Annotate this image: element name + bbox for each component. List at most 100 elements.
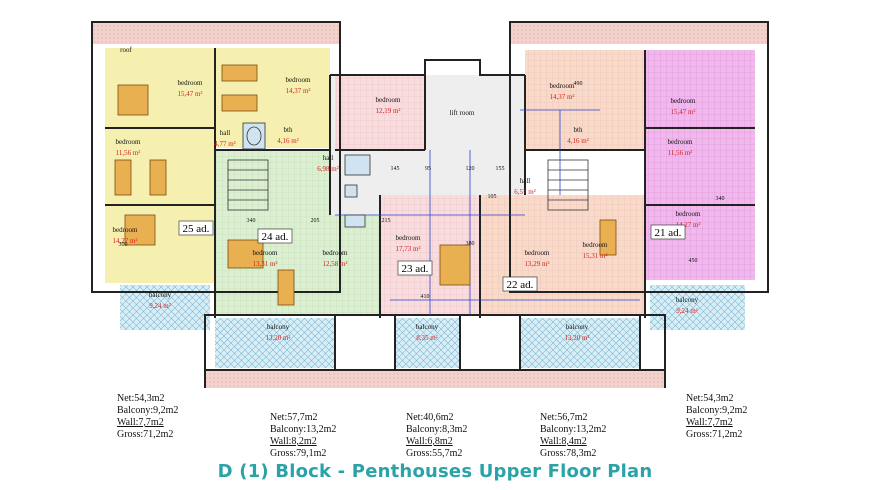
dimension-label: 205 [311, 218, 320, 224]
room-label: lift room [450, 109, 475, 117]
dimension-label: 120 [466, 166, 475, 172]
dimension-label: 300 [119, 242, 128, 248]
room-area: 11,56 m² [116, 149, 141, 157]
room-label: bth [574, 126, 583, 134]
room-area: 4,77 m² [214, 140, 236, 148]
room-area: 14,37 m² [285, 87, 310, 95]
area-net: Net:40,6m2 [406, 412, 454, 423]
bath-fixtures [242, 122, 371, 228]
room-area: 4,16 m² [277, 137, 299, 145]
room-label: roof [120, 46, 132, 54]
area-gross: Gross:55,7m2 [406, 448, 463, 459]
dimension-label: 145 [391, 166, 400, 172]
room-label: balcony [676, 296, 699, 304]
structure-lines [335, 109, 640, 315]
room-area: 12,19 m² [375, 107, 400, 115]
dimension-label: 490 [574, 81, 583, 87]
room-label: bedroom [286, 76, 311, 84]
room-label: bth [284, 126, 293, 134]
room-area: 9,24 m² [149, 302, 171, 310]
roof-areas [92, 22, 768, 388]
room-label: bedroom [396, 234, 421, 242]
area-net: Net:54,3m2 [686, 393, 734, 404]
room-area: 11,56 m² [668, 149, 693, 157]
room-label: bedroom [671, 97, 696, 105]
unit-21-fill [645, 50, 755, 280]
dimension-label: 380 [466, 241, 475, 247]
area-wall: Wall:8,2m2 [270, 436, 317, 447]
room-label: bedroom [253, 249, 278, 257]
room-area: 13,31 m² [252, 260, 277, 268]
room-area: 14,37 m² [549, 93, 574, 101]
room-area: 13,20 m² [265, 334, 290, 342]
walls [91, 21, 769, 388]
dimension-label: 95 [425, 166, 431, 172]
dimension-label: 215 [382, 218, 391, 224]
area-balcony: Balcony:9,2m2 [117, 405, 179, 416]
room-area: 17,73 m² [395, 245, 420, 253]
area-net: Net:57,7m2 [270, 412, 318, 423]
room-area: 12,58 m² [322, 260, 347, 268]
room-label: bedroom [583, 241, 608, 249]
unit-tag: 24 ad. [262, 231, 289, 243]
room-label: balcony [267, 323, 290, 331]
area-net: Net:56,7m2 [540, 412, 588, 423]
room-area: 15,47 m² [670, 108, 695, 116]
room-area: 6,57 m² [514, 188, 536, 196]
dimension-label: 105 [488, 194, 497, 200]
room-label: bedroom [113, 226, 138, 234]
area-balcony: Balcony:13,2m2 [270, 424, 337, 435]
area-wall: Wall:7,7m2 [117, 417, 164, 428]
room-label: bedroom [178, 79, 203, 87]
area-gross: Gross:79,1m2 [270, 448, 327, 459]
room-area: 9,24 m² [676, 307, 698, 315]
plan-labels: bedroom 15,47 m² bedroom 14,37 m² bedroom 11,… [112, 46, 724, 342]
area-gross: Gross:71,2m2 [117, 429, 174, 440]
unit-tag-box [502, 276, 538, 292]
floor-plan-drawing: bedroom 15,47 m² bedroom 14,37 m² bedroom 11,… [91, 21, 769, 388]
area-wall: Wall:8,4m2 [540, 436, 587, 447]
room-area: 4,16 m² [567, 137, 589, 145]
room-label: bedroom [323, 249, 348, 257]
room-area: 13,29 m² [524, 260, 549, 268]
area-gross: Gross:71,2m2 [686, 429, 743, 440]
room-area: 8,35 m² [416, 334, 438, 342]
room-label: balcony [149, 291, 172, 299]
room-area: 14,27 m² [675, 221, 700, 229]
room-label: hall [323, 154, 334, 162]
room-area: 15,47 m² [177, 90, 202, 98]
room-label: bedroom [116, 138, 141, 146]
room-label: hall [220, 129, 231, 137]
area-balcony: Balcony:9,2m2 [686, 405, 748, 416]
room-label: bedroom [668, 138, 693, 146]
unit-tag-box [397, 260, 433, 276]
dimension-label: 340 [247, 218, 256, 224]
area-balcony: Balcony:8,3m2 [406, 424, 468, 435]
unit-tag: 21 ad. [655, 227, 682, 239]
unit-tag-box [650, 224, 686, 240]
area-net: Net:54,3m2 [117, 393, 165, 404]
unit-tag-box [257, 228, 293, 244]
furniture [114, 64, 617, 306]
unit-22-fill [480, 50, 645, 315]
room-label: bedroom [676, 210, 701, 218]
room-area: 14,27 m² [112, 237, 137, 245]
room-area: 6,98 m² [317, 165, 339, 173]
room-label: hall [520, 177, 531, 185]
unit-tag: 23 ad. [402, 263, 429, 275]
room-label: bedroom [550, 82, 575, 90]
dimension-label: 340 [716, 196, 725, 202]
unit-tag-box [178, 220, 214, 236]
room-area: 15,31 m² [582, 252, 607, 260]
room-label: balcony [416, 323, 439, 331]
area-balcony: Balcony:13,2m2 [540, 424, 607, 435]
unit-tag: 22 ad. [507, 279, 534, 291]
room-area: 13,20 m² [564, 334, 589, 342]
plan-title: D (1) Block - Penthouses Upper Floor Pla… [217, 461, 653, 482]
area-gross: Gross:78,3m2 [540, 448, 597, 459]
